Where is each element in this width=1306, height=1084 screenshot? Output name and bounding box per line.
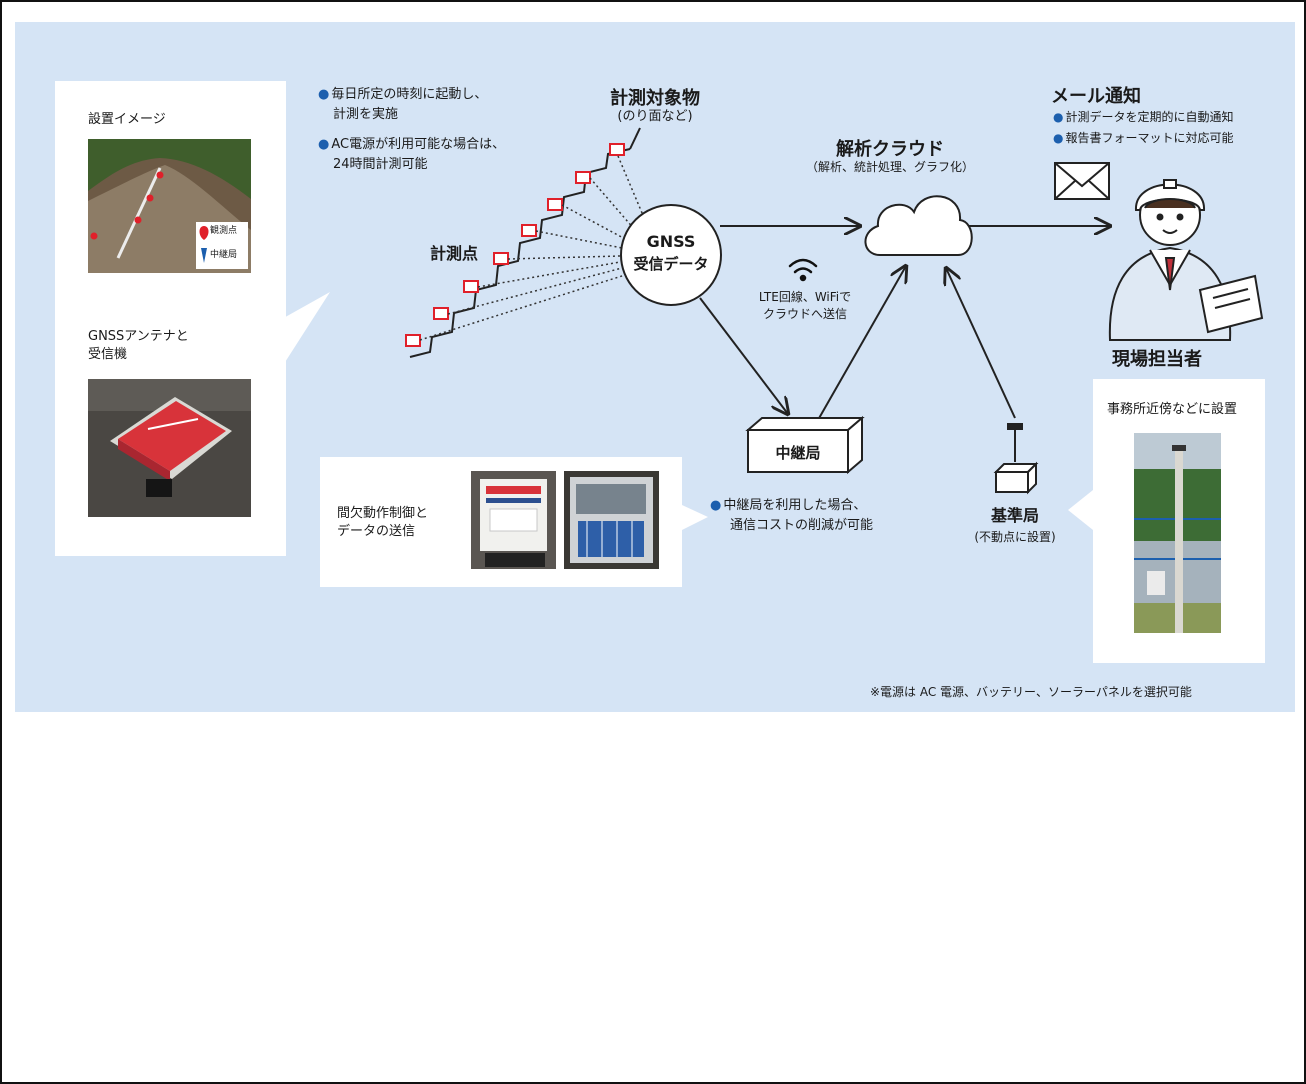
antenna-label-line1: GNSSアンテナと xyxy=(88,329,189,344)
install-photo-image xyxy=(88,139,251,273)
measure-point xyxy=(547,198,563,211)
note2-line1: AC電源が利用可能な場合は、 xyxy=(318,135,505,154)
gnss-label-line2: 受信データ xyxy=(633,255,709,273)
relay-note-line2: 通信コストの削減が可能 xyxy=(730,518,874,533)
person-label: 現場担当者 xyxy=(1112,349,1202,370)
mail-item2: 報告書フォーマットに対応可能 xyxy=(1053,129,1233,147)
note1-line2: 計測を実施 xyxy=(333,107,399,122)
relay-to-cloud-arrow xyxy=(817,266,906,421)
relay-note-line1: 中継局を利用した場合、 xyxy=(710,496,866,515)
gnss-to-relay-arrow xyxy=(699,297,788,414)
measure-target-title: 計測対象物 xyxy=(610,88,700,109)
measure-point xyxy=(575,171,591,184)
intermittent-label-line1: 間欠動作制御と xyxy=(337,506,429,521)
cloud-title: 解析クラウド xyxy=(836,139,944,160)
cloud-icon xyxy=(864,195,973,256)
mail-envelope-icon xyxy=(1054,162,1110,200)
slope-top xyxy=(629,127,641,150)
cloud-subtitle: （解析、統計処理、グラフ化） xyxy=(805,160,974,174)
intermittent-callout-pointer xyxy=(682,505,708,530)
measure-point xyxy=(433,307,449,320)
measure-points-label: 計測点 xyxy=(430,244,479,263)
legend-observation-label: 観測点 xyxy=(210,226,238,236)
measure-point xyxy=(405,334,421,347)
legend-relay-label: 中継局 xyxy=(210,250,238,260)
footnote: ※電源は AC 電源、バッテリー、ソーラーパネルを選択可能 xyxy=(870,685,1192,699)
gnss-label-line1: GNSS xyxy=(646,232,696,251)
mail-title: メール通知 xyxy=(1051,86,1141,107)
office-photo-image xyxy=(1134,433,1221,633)
measure-point xyxy=(463,280,479,293)
measure-point xyxy=(609,143,625,156)
network-line1: LTE回線、WiFiで xyxy=(758,290,852,304)
measure-target-subtitle: (のり面など) xyxy=(617,109,693,124)
relay-box xyxy=(745,415,865,475)
office-label: 事務所近傍などに設置 xyxy=(1107,402,1238,417)
base-to-cloud-arrow xyxy=(946,268,1016,419)
measure-point xyxy=(493,252,509,265)
relay-label: 中継局 xyxy=(775,444,821,462)
mail-item1: 計測データを定期的に自動通知 xyxy=(1053,108,1233,126)
worker-illustration xyxy=(1108,179,1264,341)
base-station-icon xyxy=(993,423,1039,495)
install-callout-pointer xyxy=(280,292,330,370)
base-station-title: 基準局 xyxy=(990,506,1039,525)
measure-point xyxy=(521,224,537,237)
receiver-photo-image xyxy=(88,379,251,517)
wifi-icon xyxy=(788,258,818,282)
intermittent-label-line2: データの送信 xyxy=(337,524,416,539)
install-image-label: 設置イメージ xyxy=(88,112,166,127)
note2-line2: 24時間計測可能 xyxy=(333,157,428,172)
network-line2: クラウドへ送信 xyxy=(762,307,847,321)
note1-line1: 毎日所定の時刻に起動し、 xyxy=(318,85,487,104)
gnss-circle xyxy=(620,204,722,306)
signal-lines xyxy=(419,155,646,341)
controller-photos xyxy=(471,471,659,569)
antenna-label-line2: 受信機 xyxy=(88,347,128,362)
base-station-subtitle: (不動点に設置) xyxy=(974,530,1056,544)
office-callout-pointer xyxy=(1068,490,1093,530)
measure-point-markers xyxy=(405,143,625,347)
